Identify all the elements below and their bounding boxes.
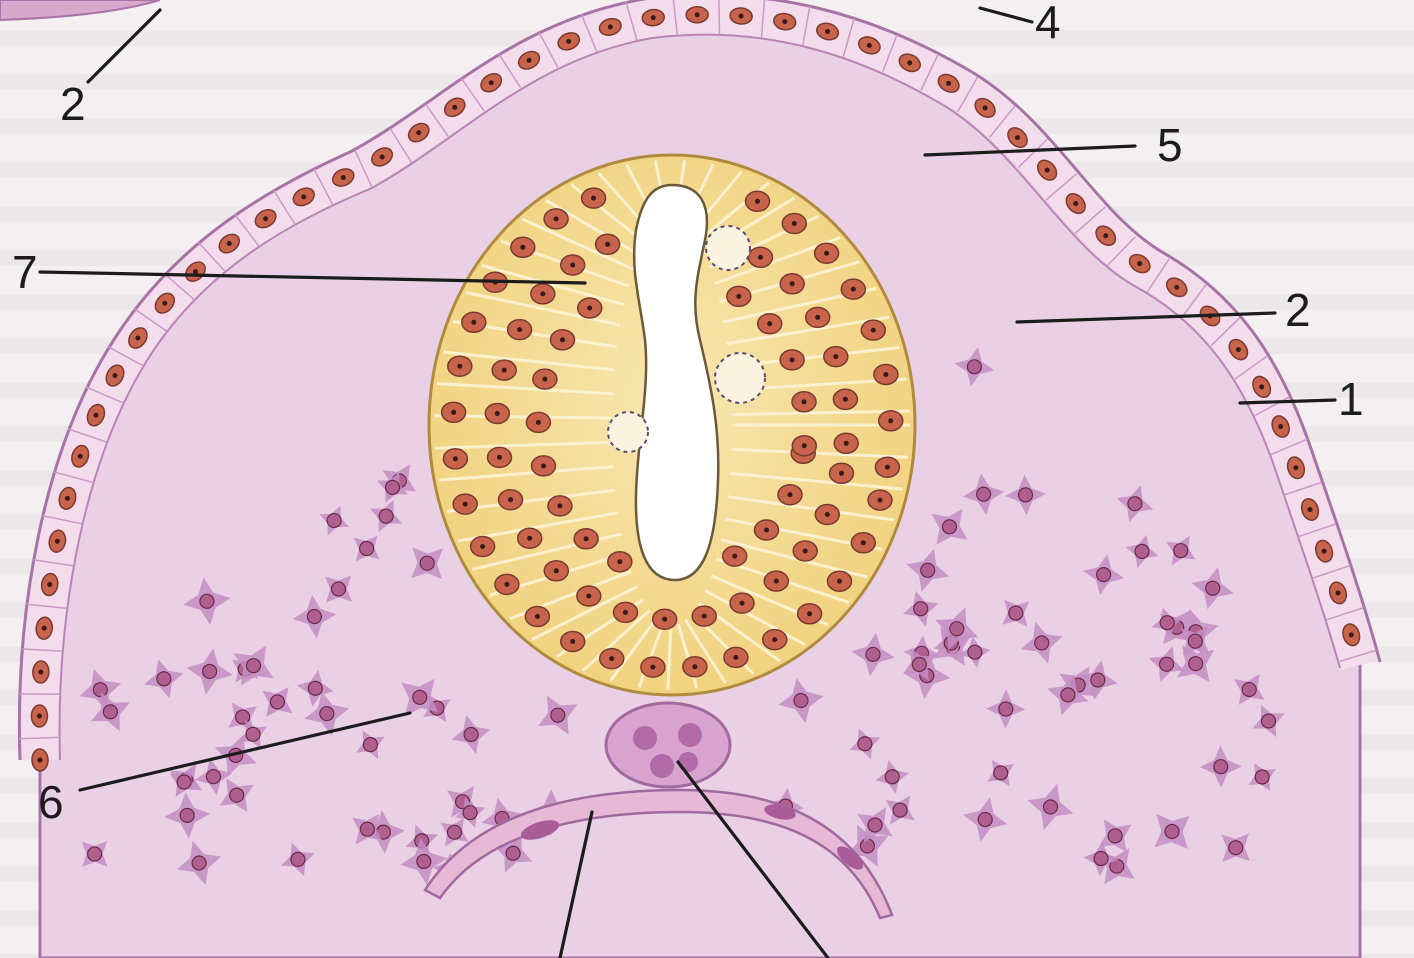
tube-nucleus xyxy=(851,533,875,553)
tube-nucleus xyxy=(608,552,632,572)
tube-nucleus xyxy=(561,255,585,275)
tube-nucleus xyxy=(724,647,748,667)
tube-nucleus xyxy=(874,365,898,385)
tube-nucleus xyxy=(578,298,602,318)
tube-nucleus xyxy=(508,320,532,340)
tube-nucleus xyxy=(499,490,523,510)
tube-nucleus xyxy=(830,463,854,483)
tube-nucleus xyxy=(723,546,747,566)
tube-nucleus xyxy=(763,630,787,650)
tube-nucleus xyxy=(495,574,519,594)
tube-nucleus xyxy=(600,649,624,669)
label-2-right: 2 xyxy=(1285,284,1311,336)
label-2-top-left: 2 xyxy=(60,78,86,130)
notochord xyxy=(606,703,730,787)
tube-nucleus xyxy=(526,412,550,432)
tube-nucleus xyxy=(861,320,885,340)
tube-nucleus xyxy=(548,496,572,516)
label-7: 7 xyxy=(12,246,38,298)
tube-nucleus xyxy=(730,593,754,613)
tube-nucleus xyxy=(544,561,568,581)
tube-nucleus xyxy=(574,529,598,549)
tube-nucleus xyxy=(780,350,804,370)
tube-nucleus xyxy=(778,485,802,505)
tube-nucleus xyxy=(511,237,535,257)
tube-nucleus xyxy=(749,247,773,267)
label-5: 5 xyxy=(1157,119,1183,171)
tube-nucleus xyxy=(746,191,770,211)
tube-nucleus xyxy=(879,411,903,431)
tube-nucleus xyxy=(727,286,751,306)
tube-nucleus xyxy=(792,392,816,412)
tube-nucleus xyxy=(471,537,495,557)
tube-nucleus xyxy=(683,657,707,677)
tube-nucleus xyxy=(544,209,568,229)
label-1: 1 xyxy=(1338,373,1364,425)
tube-nucleus xyxy=(485,404,509,424)
tube-nucleus xyxy=(453,494,477,514)
tube-nucleus xyxy=(828,571,852,591)
tube-nucleus xyxy=(841,279,865,299)
label-4: 4 xyxy=(1035,0,1061,48)
tube-nucleus xyxy=(443,449,467,469)
tube-nucleus xyxy=(448,356,472,376)
tube-nucleus xyxy=(518,528,542,548)
tube-nucleus xyxy=(532,456,556,476)
tube-nucleus xyxy=(442,402,466,422)
tube-nucleus xyxy=(806,307,830,327)
tube-nucleus xyxy=(533,369,557,389)
tube-nucleus xyxy=(551,330,575,350)
tube-nucleus xyxy=(868,490,892,510)
tube-nucleus xyxy=(525,607,549,627)
tube-nucleus xyxy=(692,606,716,626)
tube-nucleus xyxy=(815,243,839,263)
tube-nucleus xyxy=(824,347,848,367)
tube-nucleus xyxy=(764,571,788,591)
tube-nucleus xyxy=(780,274,804,294)
tube-nucleus xyxy=(782,214,806,234)
tube-nucleus xyxy=(758,314,782,334)
tube-nucleus xyxy=(488,447,512,467)
tube-nucleus xyxy=(815,505,839,525)
tube-nucleus xyxy=(462,312,486,332)
tube-nucleus xyxy=(834,433,858,453)
tube-nucleus xyxy=(492,360,516,380)
tube-nucleus xyxy=(798,604,822,624)
tube-nucleus xyxy=(577,586,601,606)
tube-nucleus xyxy=(833,389,857,409)
tube-nucleus xyxy=(755,520,779,540)
tube-nucleus xyxy=(875,457,899,477)
tube-nucleus xyxy=(793,541,817,561)
tube-nucleus xyxy=(531,284,555,304)
label-6: 6 xyxy=(38,776,64,828)
tube-nucleus xyxy=(561,632,585,652)
tube-nucleus xyxy=(792,436,816,456)
tube-nucleus xyxy=(596,234,620,254)
tube-nucleus xyxy=(641,657,665,677)
upper-left-structure xyxy=(0,0,160,20)
tube-nucleus xyxy=(653,609,677,629)
tube-nucleus xyxy=(582,188,606,208)
leader-4-top-right xyxy=(980,8,1032,22)
tube-nucleus xyxy=(614,602,638,622)
